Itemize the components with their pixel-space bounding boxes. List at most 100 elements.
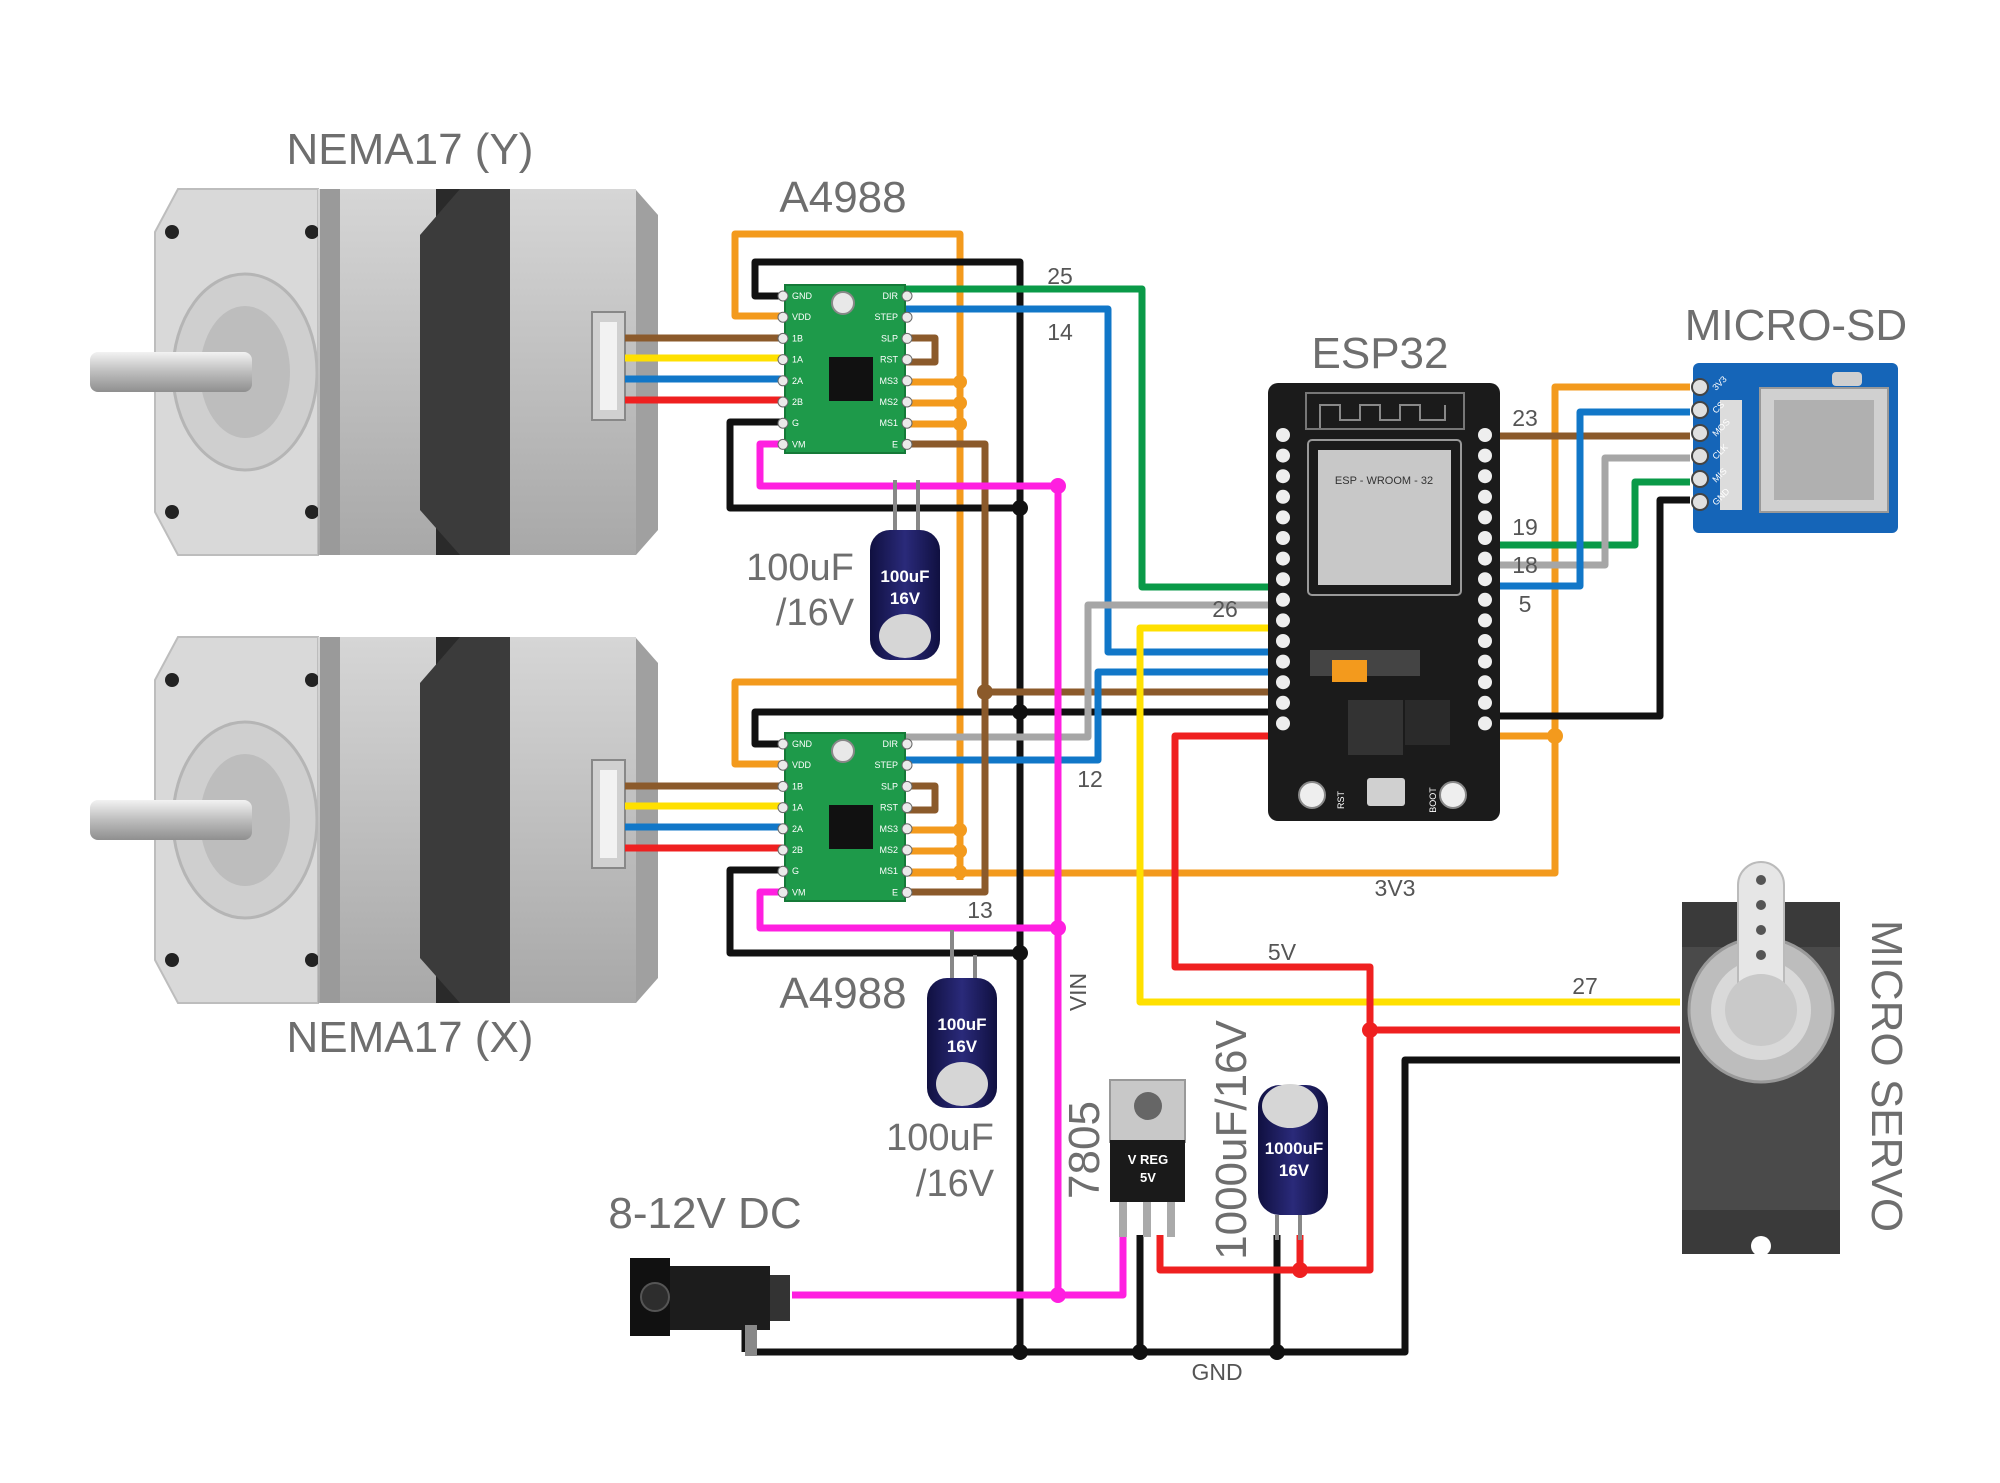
label-cap-bottom-1: 100uF bbox=[886, 1117, 994, 1159]
a4988-pin-label: SLP bbox=[881, 781, 898, 791]
micro-servo bbox=[1682, 861, 1840, 1256]
capacitor-100uf-bottom: 100uF 16V bbox=[927, 930, 997, 1108]
esp-pin bbox=[1478, 592, 1492, 607]
esp-pin bbox=[1276, 695, 1290, 710]
a4988-pin-label: VM bbox=[792, 887, 806, 897]
a4988-pin-label: GND bbox=[792, 291, 813, 301]
a4988-pin-label: RST bbox=[880, 355, 899, 365]
wire-label-vin: VIN bbox=[1065, 973, 1091, 1011]
esp-pin bbox=[1478, 448, 1492, 463]
label-dc-input: 8-12V DC bbox=[608, 1189, 801, 1238]
a4988-pin-label: G bbox=[792, 418, 799, 428]
wire-label-18: 18 bbox=[1512, 552, 1538, 578]
cap-bottom-voltage: 16V bbox=[947, 1037, 978, 1056]
wire-label-5v: 5V bbox=[1268, 939, 1297, 965]
wire-label-23: 23 bbox=[1512, 405, 1538, 431]
label-esp32: ESP32 bbox=[1312, 329, 1449, 378]
a4988-pin-label: 1B bbox=[792, 781, 803, 791]
a4988-pin-label: DIR bbox=[883, 291, 899, 301]
a4988-pin-label: VM bbox=[792, 439, 806, 449]
label-micro-sd: MICRO-SD bbox=[1685, 301, 1907, 350]
label-cap-1000uf: 1000uF/16V bbox=[1207, 1019, 1256, 1259]
esp-boot-label: BOOT bbox=[1428, 787, 1438, 813]
esp-pin bbox=[1478, 551, 1492, 566]
a4988-pin-label: 1A bbox=[792, 355, 803, 365]
esp-pin bbox=[1276, 654, 1290, 669]
esp-pin bbox=[1478, 510, 1492, 525]
wire-label-gnd: GND bbox=[1191, 1359, 1242, 1385]
a4988-pin-label: MS1 bbox=[879, 418, 898, 428]
esp-pin bbox=[1478, 428, 1492, 442]
wire-label-5: 5 bbox=[1519, 591, 1532, 617]
esp-pin bbox=[1276, 469, 1290, 484]
a4988-pin-label: DIR bbox=[883, 739, 899, 749]
label-cap-top-1: 100uF bbox=[746, 547, 854, 589]
esp32-board: ESP - WROOM - 32 RST BOOT bbox=[1268, 383, 1500, 821]
label-motor-x: NEMA17 (X) bbox=[287, 1013, 534, 1062]
a4988-pin-label: STEP bbox=[874, 760, 898, 770]
a4988-pin-label: E bbox=[892, 887, 898, 897]
esp-pin bbox=[1276, 531, 1290, 545]
wire-label-25: 25 bbox=[1047, 263, 1073, 289]
label-driver-bottom: A4988 bbox=[779, 969, 906, 1018]
a4988-pin-label: MS2 bbox=[879, 845, 898, 855]
micro-sd-module bbox=[1693, 363, 1898, 533]
a4988-pin-label: 2B bbox=[792, 397, 803, 407]
wires bbox=[625, 230, 1690, 1356]
a4988-pin-label: SLP bbox=[881, 333, 898, 343]
esp-pin bbox=[1276, 716, 1290, 731]
label-micro-servo: MICRO SERVO bbox=[1862, 920, 1911, 1232]
wire-label-14: 14 bbox=[1047, 319, 1073, 345]
capacitor-1000uf: 1000uF 16V bbox=[1258, 1084, 1328, 1240]
cap-top-value: 100uF bbox=[880, 567, 929, 586]
esp-pin bbox=[1276, 592, 1290, 607]
esp-pin bbox=[1276, 510, 1290, 525]
a4988-pin-label: G bbox=[792, 866, 799, 876]
esp-pin bbox=[1478, 489, 1492, 504]
a4988-pin-label: MS2 bbox=[879, 397, 898, 407]
esp-pin bbox=[1276, 634, 1290, 648]
esp-rst-label: RST bbox=[1336, 790, 1346, 809]
esp-pin bbox=[1478, 613, 1492, 628]
esp-pin bbox=[1478, 716, 1492, 731]
esp-pin bbox=[1276, 448, 1290, 463]
label-7805: 7805 bbox=[1060, 1101, 1109, 1199]
dc-barrel-jack bbox=[630, 1258, 790, 1355]
esp-pin bbox=[1276, 428, 1290, 442]
a4988-pin-label: GND bbox=[792, 739, 813, 749]
esp-pin bbox=[1276, 675, 1290, 690]
junction-dots bbox=[953, 375, 1563, 1360]
label-cap-top-2: /16V bbox=[776, 592, 855, 634]
wire-label-19: 19 bbox=[1512, 514, 1538, 540]
cap-big-voltage: 16V bbox=[1279, 1161, 1310, 1180]
a4988-pin-label: 1A bbox=[792, 803, 803, 813]
stepper-motor-x bbox=[90, 636, 658, 1004]
cap-bottom-value: 100uF bbox=[937, 1015, 986, 1034]
a4988-pin-label: VDD bbox=[792, 760, 812, 770]
wire-label-12: 12 bbox=[1077, 766, 1103, 792]
reg-text: V REG bbox=[1128, 1152, 1168, 1167]
a4988-pin-label: VDD bbox=[792, 312, 812, 322]
esp-pin bbox=[1478, 634, 1492, 648]
cap-big-value: 1000uF bbox=[1265, 1139, 1324, 1158]
esp32-pin-headers bbox=[1276, 428, 1492, 731]
wire-label-27: 27 bbox=[1572, 973, 1598, 999]
esp-pin bbox=[1478, 572, 1492, 587]
esp-pin bbox=[1478, 469, 1492, 484]
esp-pin bbox=[1478, 695, 1492, 710]
a4988-pin-label: 2A bbox=[792, 376, 803, 386]
a4988-pin-label: STEP bbox=[874, 312, 898, 322]
cap-top-voltage: 16V bbox=[890, 589, 921, 608]
a4988-pin-label: MS1 bbox=[879, 866, 898, 876]
a4988-pin-label: 2A bbox=[792, 824, 803, 834]
label-cap-bottom-2: /16V bbox=[916, 1163, 995, 1205]
a4988-pin-label: MS3 bbox=[879, 824, 898, 834]
esp-pin bbox=[1276, 572, 1290, 587]
esp-pin bbox=[1478, 654, 1492, 669]
esp-pin bbox=[1478, 531, 1492, 545]
reg-voltage: 5V bbox=[1140, 1170, 1156, 1185]
